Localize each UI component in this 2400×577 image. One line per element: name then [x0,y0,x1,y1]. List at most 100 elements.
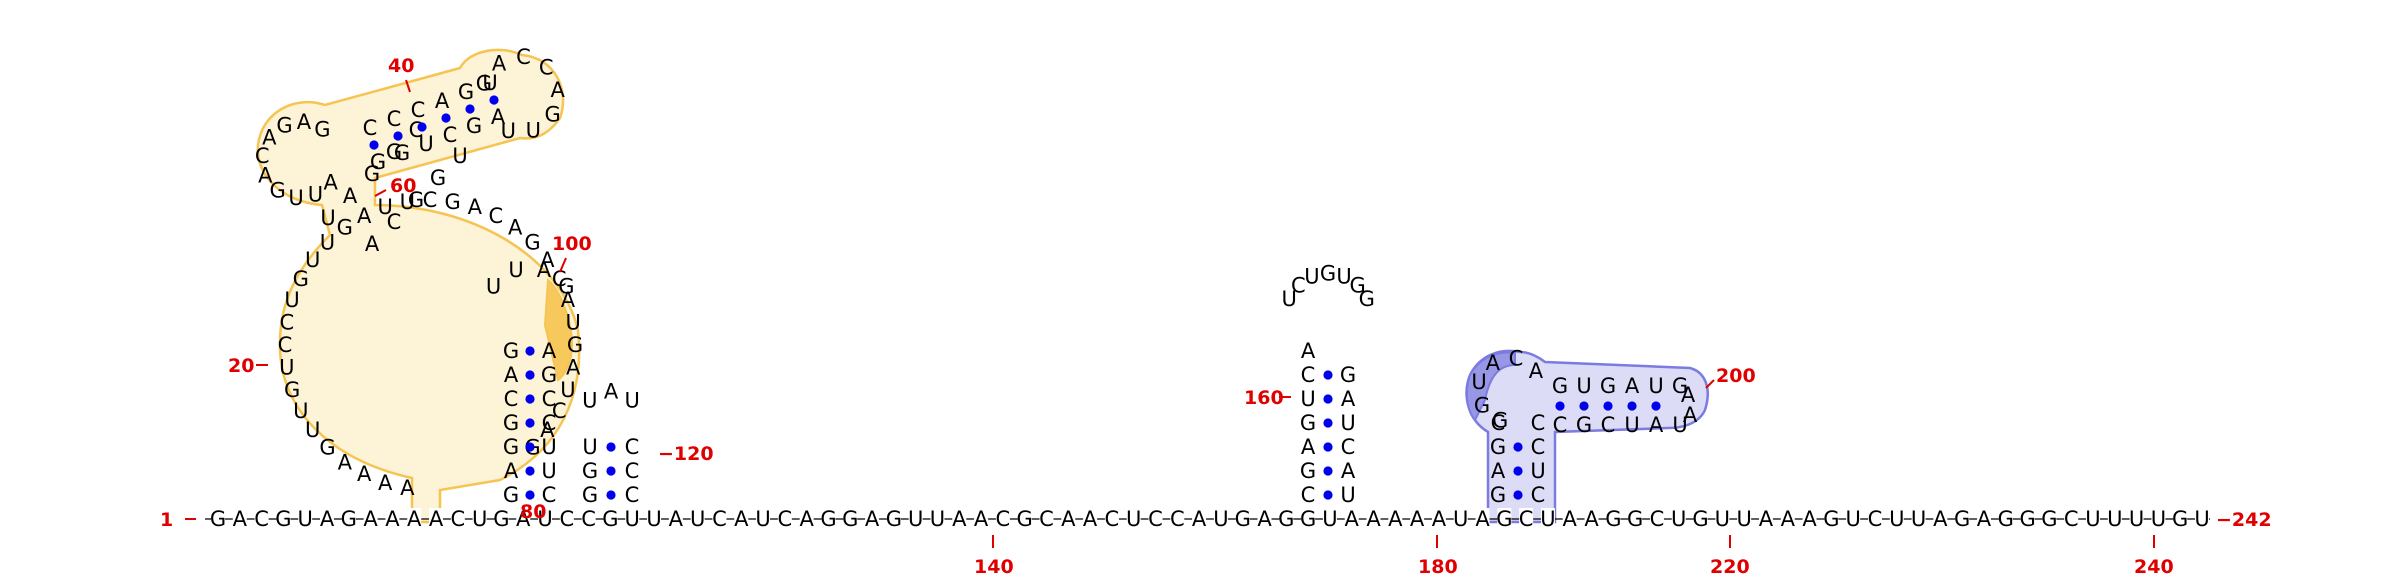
nucleotide-mask [1017,508,1032,530]
nucleotide-mask [254,508,269,530]
nucleotide-mask [581,508,596,530]
stem-nucleotide: G [1340,363,1356,387]
nucleotide-mask [1039,508,1054,530]
base-pair-dot [1323,370,1333,380]
nucleotide-mask [843,508,858,530]
stem-nucleotide: G [1300,411,1316,435]
loop-nucleotide: G [314,117,330,141]
loop-nucleotide: C [552,399,567,423]
loop-nucleotide: A [537,258,552,282]
stem-nucleotide: A [1341,387,1356,411]
stem-nucleotide: G [503,435,519,459]
loop-nucleotide: A [324,170,339,194]
backbone-nucleotide: A [1061,507,1076,531]
backbone-nucleotide: C [254,507,269,531]
backbone-nucleotide: G [820,507,836,531]
backbone-nucleotide: G [1300,507,1316,531]
loop-nucleotide: G [319,436,335,460]
nucleotide-mask [1431,508,1446,530]
loop-nucleotide: G [293,267,309,291]
stem-nucleotide: C [542,411,557,435]
backbone-nucleotide: U [1911,507,1926,531]
nucleotide-mask [2129,508,2144,530]
nucleotide-mask [1540,508,1555,530]
loop-nucleotide: U [582,388,597,412]
stem-nucleotide: A [1301,339,1316,363]
loop-nucleotide: C [1291,274,1306,298]
backbone-nucleotide: A [669,507,684,531]
loop-nucleotide: A [492,51,507,75]
nucleotide-mask [1257,508,1272,530]
nucleotide-mask [298,508,313,530]
backbone-nucleotide: C [581,507,596,531]
nucleotide-mask [1410,508,1425,530]
backbone-nucleotide: U [298,507,313,531]
backbone-nucleotide: C [2064,507,2079,531]
backbone-nucleotide: A [363,507,378,531]
loop-nucleotide: A [262,126,277,150]
stem-nucleotide: C [542,483,557,507]
nucleotide-mask [494,508,509,530]
number-220: 220 [1710,556,1750,577]
nucleotide-mask [1235,508,1250,530]
stem-nucleotide: C [1531,483,1546,507]
nucleotide-mask [341,508,356,530]
loop-nucleotide: C [539,56,554,80]
nucleotide-mask [1998,508,2013,530]
stem-nucleotide: A [1625,374,1640,398]
nucleotide-mask [1453,508,1468,530]
backbone-nucleotide: G [842,507,858,531]
backbone-nucleotide: A [385,507,400,531]
backbone-nucleotide: G [1496,507,1512,531]
base-pair-dot [1513,466,1523,476]
stem-nucleotide: G [503,339,519,363]
tick-200 [1705,379,1715,389]
backbone-nucleotide: A [1410,507,1425,531]
nucleotide-mask [1562,508,1577,530]
stem-nucleotide: G [503,411,519,435]
number-200: 200 [1716,365,1756,387]
stem-nucleotide: C [387,107,402,131]
stem-nucleotide: U [1300,387,1315,411]
stem-nucleotide: C [625,435,640,459]
nucleotide-mask [1933,508,1948,530]
backbone-nucleotide: G [1823,507,1839,531]
nucleotide-mask [799,508,814,530]
nucleotide-mask [538,508,553,530]
nucleotide-mask [995,508,1010,530]
loop-nucleotide: C [488,204,503,228]
base-pair-dot [1323,490,1333,500]
position-numbers: 1 20 40 60 80 100 −120 140 160 180 200 2… [160,55,2272,577]
stem-nucleotide: U [1530,459,1545,483]
tick-60 [374,189,387,197]
backbone-nucleotide: A [952,507,967,531]
stem-nucleotide: U [541,459,556,483]
nucleotide-mask [1649,508,1664,530]
nucleotide-mask [930,508,945,530]
loop-nucleotide: G [1320,261,1336,285]
highlight-yellow-strong [543,277,574,382]
base-pair-dot [606,466,616,476]
nucleotide-mask [559,508,574,530]
base-pair-dot [1555,401,1565,411]
stem-nucleotide: G [582,459,598,483]
loop-nucleotide: U [293,399,308,423]
stem-nucleotide: U [320,206,335,230]
backbone-nucleotide: U [537,507,552,531]
backbone-nucleotide: A [1781,507,1796,531]
stem-nucleotide: G [503,483,519,507]
stem-nucleotide: C [1601,413,1616,437]
backbone-nucleotide: C [1105,507,1120,531]
base-pair-dot [1651,401,1661,411]
nucleotide-mask [668,508,683,530]
backbone-nucleotide: U [2107,507,2122,531]
nucleotide-mask [1824,508,1839,530]
loop-nucleotide: G [476,71,492,95]
base-pair-dot [1323,394,1333,404]
nucleotide-mask [320,508,335,530]
loop-nucleotide: A [258,163,273,187]
nucleotide-mask [821,508,836,530]
nucleotide-mask [1322,508,1337,530]
